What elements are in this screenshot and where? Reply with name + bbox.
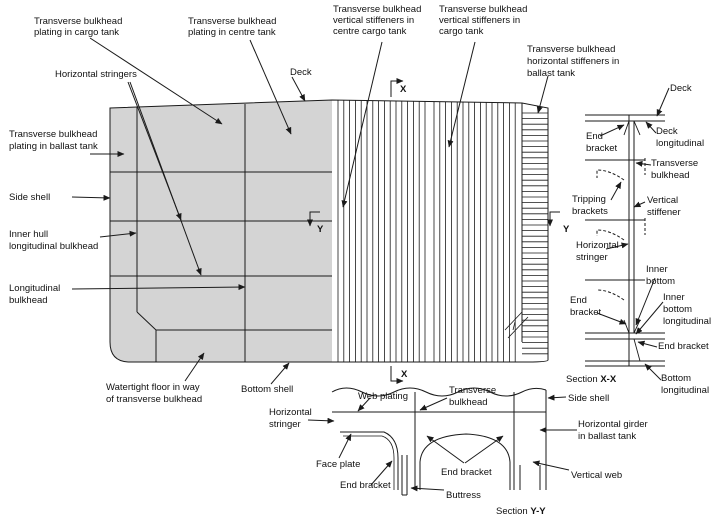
- label-tb-hstiff-ballast-line3: ballast tank: [527, 68, 575, 79]
- yy-label-horizontal-stringer-line1: Horizontal: [269, 407, 312, 418]
- yy-label-transverse-bulkhead-line1: Transverse: [449, 385, 496, 396]
- xx-label-horizontal-stringer-line1: Horizontal: [576, 240, 619, 251]
- yy-label-end-bracket-left: End bracket: [340, 480, 391, 491]
- label-tb-plating-ballast-line1: Transverse bulkhead: [9, 129, 97, 140]
- vertical-stiffeners-cargo-tank: [433, 101, 516, 362]
- label-watertight-floor-line1: Watertight floor in way: [106, 382, 200, 393]
- xx-label-transverse-bulkhead-line2: bulkhead: [651, 170, 690, 181]
- bulkhead-outline: [109, 99, 549, 363]
- section-yy-labels: Web plating Transverse bulkhead Side she…: [269, 385, 648, 517]
- label-longitudinal-bulkhead-line1: Longitudinal: [9, 283, 60, 294]
- xx-label-end-bracket-top-line2: bracket: [586, 143, 618, 154]
- xx-label-end-bracket-bottom-line2: bracket: [570, 307, 602, 318]
- yy-label-end-bracket-centre: End bracket: [441, 467, 492, 478]
- xx-label-horizontal-stringer-line2: stringer: [576, 252, 608, 263]
- xx-label-end-bracket-right: End bracket: [658, 341, 709, 352]
- xx-label-inner-bottom-line2: bottom: [646, 276, 675, 287]
- main-view-leaders: [71, 37, 549, 385]
- label-tb-plating-centre-line1: Transverse bulkhead: [188, 16, 276, 27]
- label-tb-vstiff-centre-line1: Transverse bulkhead: [333, 4, 421, 15]
- label-watertight-floor-line2: of transverse bulkhead: [106, 394, 202, 405]
- label-tb-hstiff-ballast-line1: Transverse bulkhead: [527, 44, 615, 55]
- xx-label-bottom-longitudinal-line2: longitudinal: [661, 385, 709, 396]
- section-mark-x-top: X: [400, 84, 407, 95]
- section-mark-y-left: Y: [317, 224, 324, 235]
- yy-section-title-bold: Y-Y: [530, 506, 546, 517]
- label-tb-vstiff-centre-line2: vertical stiffeners in: [333, 15, 414, 26]
- yy-label-transverse-bulkhead-line2: bulkhead: [449, 397, 488, 408]
- xx-label-inner-bottom-longitudinal-line1: Inner: [663, 292, 685, 303]
- label-tb-vstiff-cargo-line2: vertical stiffeners in: [439, 15, 520, 26]
- section-mark-y-right: Y: [563, 224, 570, 235]
- yy-label-horizontal-girder-line1: Horizontal girder: [578, 419, 648, 430]
- xx-label-inner-bottom-longitudinal-line2: bottom: [663, 304, 692, 315]
- xx-label-vertical-stiffener-line2: stiffener: [647, 207, 681, 218]
- label-tb-plating-cargo-line2: plating in cargo tank: [34, 27, 119, 38]
- section-marker-x-top: [390, 78, 404, 97]
- yy-section-title: Section Y-Y: [496, 506, 546, 517]
- section-xx-leaders: [596, 87, 670, 381]
- yy-section-title-prefix: Section: [496, 506, 530, 517]
- label-tb-vstiff-centre-line3: centre cargo tank: [333, 26, 407, 37]
- xx-label-bottom-longitudinal-line1: Bottom: [661, 373, 691, 384]
- section-marker-x-bottom: [390, 366, 404, 384]
- section-xx-drawing: [585, 114, 665, 367]
- xx-label-end-bracket-bottom-line1: End: [570, 295, 587, 306]
- xx-label-tripping-brackets-line1: Tripping: [572, 194, 606, 205]
- yy-label-vertical-web: Vertical web: [571, 470, 622, 481]
- section-yy-leaders: [307, 394, 577, 492]
- xx-section-title-bold: X-X: [600, 374, 617, 385]
- label-bottom-shell: Bottom shell: [241, 384, 293, 395]
- yy-label-horizontal-girder-line2: in ballast tank: [578, 431, 636, 442]
- xx-label-vertical-stiffener-line1: Vertical: [647, 195, 678, 206]
- xx-label-tripping-brackets-line2: brackets: [572, 206, 608, 217]
- label-longitudinal-bulkhead-line2: bulkhead: [9, 295, 48, 306]
- xx-label-inner-bottom-line1: Inner: [646, 264, 668, 275]
- yy-label-side-shell: Side shell: [568, 393, 609, 404]
- label-tb-plating-centre-line2: plating in centre tank: [188, 27, 276, 38]
- label-tb-vstiff-cargo-line3: cargo tank: [439, 26, 484, 37]
- label-side-shell: Side shell: [9, 192, 50, 203]
- label-tb-hstiff-ballast-line2: horizontal stiffeners in: [527, 56, 619, 67]
- xx-section-title: Section X-X: [566, 374, 617, 385]
- xx-label-transverse-bulkhead-line1: Transverse: [651, 158, 698, 169]
- label-tb-vstiff-cargo-line1: Transverse bulkhead: [439, 4, 527, 15]
- section-xx-labels: Deck End bracket Deck longitudinal Trans…: [566, 83, 711, 396]
- yy-label-web-plating: Web plating: [358, 391, 408, 402]
- yy-label-buttress: Buttress: [446, 490, 481, 501]
- section-marker-y-right: [547, 211, 560, 227]
- label-inner-hull-line2: longitudinal bulkhead: [9, 241, 98, 252]
- bulkhead-main-view: [109, 99, 549, 363]
- vertical-stiffeners-centre-cargo-tank: [337, 100, 426, 362]
- xx-label-end-bracket-top-line1: End: [586, 131, 603, 142]
- section-yy-drawing: [331, 387, 547, 496]
- xx-label-deck-longitudinal-line1: Deck: [656, 126, 678, 137]
- yy-label-horizontal-stringer-line2: stringer: [269, 419, 301, 430]
- label-inner-hull-line1: Inner hull: [9, 229, 48, 240]
- horizontal-stiffeners-ballast-tank: [522, 112, 548, 355]
- xx-section-title-prefix: Section: [566, 374, 600, 385]
- main-view-labels: Transverse bulkhead plating in cargo tan…: [9, 4, 619, 405]
- xx-label-inner-bottom-longitudinal-line3: longitudinal: [663, 316, 711, 327]
- label-tb-plating-cargo-line1: Transverse bulkhead: [34, 16, 122, 27]
- yy-label-face-plate: Face plate: [316, 459, 360, 470]
- hopper-bulkhead-right: [504, 311, 529, 339]
- section-mark-x-bottom: X: [401, 369, 408, 380]
- label-deck: Deck: [290, 67, 312, 78]
- xx-label-deck: Deck: [670, 83, 692, 94]
- label-tb-plating-ballast-line2: plating in ballast tank: [9, 141, 98, 152]
- xx-label-deck-longitudinal-line2: longitudinal: [656, 138, 704, 149]
- section-marker-y-left: [307, 211, 320, 227]
- label-horizontal-stringers: Horizontal stringers: [55, 69, 137, 80]
- bulkhead-shaded-plating: [110, 100, 332, 362]
